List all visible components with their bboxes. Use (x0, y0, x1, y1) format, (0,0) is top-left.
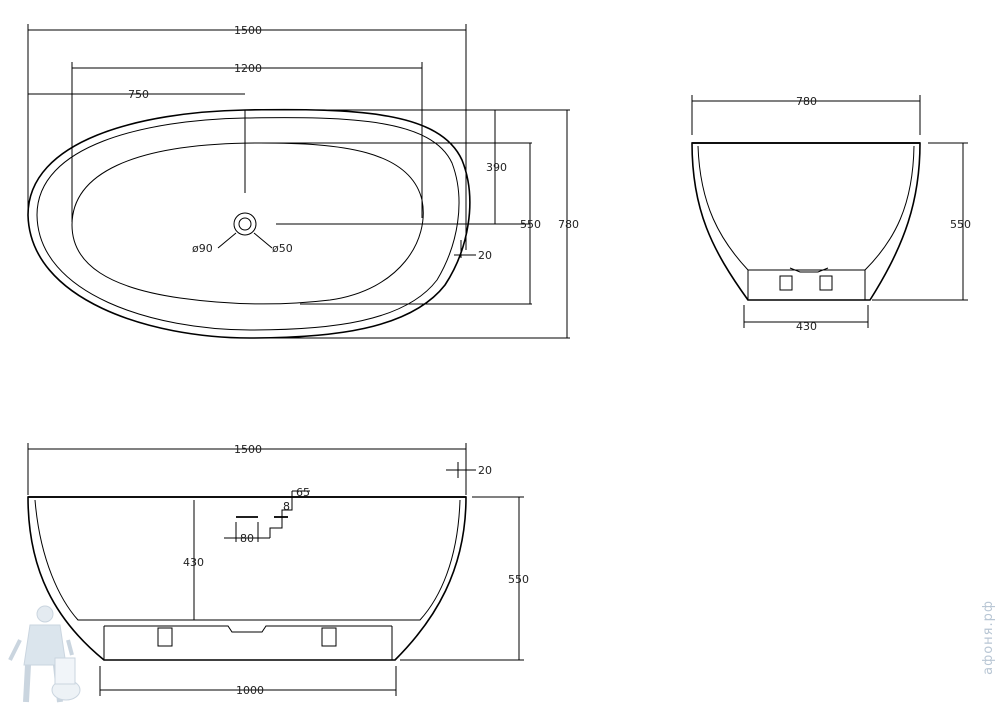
side-base-label: 430 (796, 320, 817, 333)
drain-outer-diameter: ø90 (192, 242, 213, 255)
top-view-rim-inner (36, 117, 460, 331)
side-view-body (691, 142, 921, 301)
top-rim-label: 20 (478, 249, 492, 262)
top-drain-offset-label: 750 (128, 88, 149, 101)
front-overflow-width-label: 80 (240, 532, 254, 545)
front-height-label: 550 (508, 573, 529, 586)
top-view: ø90 ø50 1500 1200 750 390 550 780 20 (27, 24, 579, 339)
front-view-body (27, 496, 467, 661)
front-inner-depth-label: 430 (183, 556, 204, 569)
plumber-logo (8, 605, 81, 703)
top-width-label: 780 (558, 218, 579, 231)
top-inner-width-label: 550 (520, 218, 541, 231)
front-view-inner-wall (34, 499, 461, 621)
side-width-label: 780 (796, 95, 817, 108)
top-length-label: 1500 (234, 24, 262, 37)
front-base-label: 1000 (236, 684, 264, 697)
drain-outer-circle (233, 212, 257, 236)
side-view: 780 550 430 (691, 95, 971, 333)
drain-inner-circle (238, 217, 252, 231)
side-view-inner-wall (697, 145, 915, 271)
front-length-label: 1500 (234, 443, 262, 456)
front-overflow-gap-label: 8 (283, 500, 290, 513)
front-overflow-height-label: 65 (296, 486, 310, 499)
top-inner-length-label: 1200 (234, 62, 262, 75)
side-height-label: 550 (950, 218, 971, 231)
front-view: 1500 20 65 8 80 430 550 1000 (27, 443, 529, 697)
watermark: афоня.рф (981, 600, 996, 675)
drain-inner-diameter: ø50 (272, 242, 293, 255)
front-rim-label: 20 (478, 464, 492, 477)
top-drain-to-inner-label: 390 (486, 161, 507, 174)
top-view-inner-bowl (71, 142, 424, 305)
